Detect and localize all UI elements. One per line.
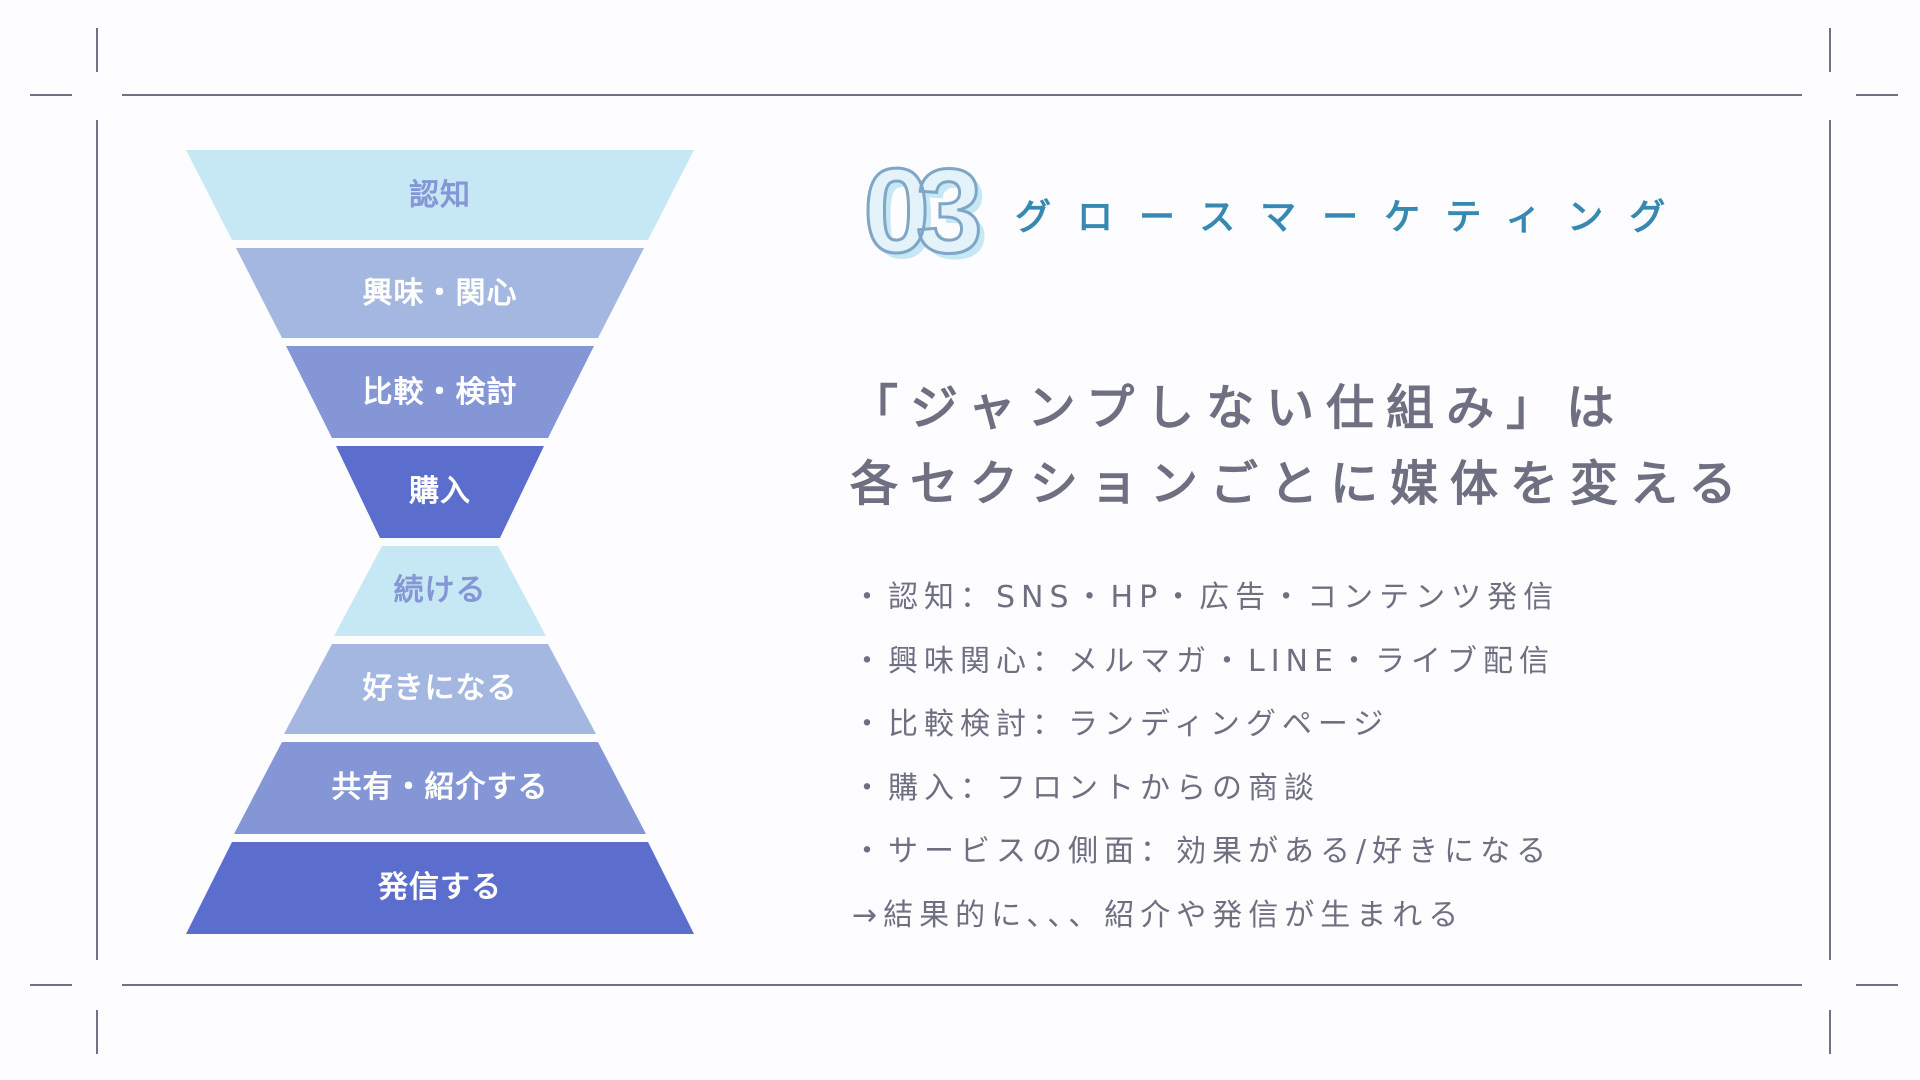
funnel-layer-6 <box>284 644 596 734</box>
funnel-layer-2 <box>236 248 644 338</box>
funnel-label-comparison: 比較・検討 <box>362 375 518 410</box>
corner-mark-bl-v <box>96 1010 98 1054</box>
corner-mark-br-v <box>1829 1010 1831 1054</box>
funnel-layer-3 <box>286 346 594 438</box>
funnel-label-awareness: 認知 <box>409 178 471 213</box>
frame-top-line <box>122 94 1802 96</box>
list-item: ・サービスの側面：効果がある/好きになる <box>852 834 1553 869</box>
corner-mark-tl-h <box>30 94 72 96</box>
frame-right-line <box>1829 120 1831 960</box>
corner-mark-tr-v <box>1829 28 1831 72</box>
funnel-layer-4 <box>336 446 544 538</box>
list-item: ・比較検討：ランディングページ <box>852 707 1390 742</box>
funnel-label-purchase: 購入 <box>409 474 471 509</box>
bullet-list: ・認知：SNS・HP・広告・コンテンツ発信 ・興味関心：メルマガ・LINE・ライ… <box>852 566 1752 947</box>
corner-mark-br-h <box>1856 984 1898 986</box>
funnel-layer-7 <box>234 742 646 834</box>
funnel-layer-1 <box>186 150 694 240</box>
frame-left-line <box>96 120 98 960</box>
section-number-text: 03 <box>863 152 979 272</box>
funnel-label-interest: 興味・関心 <box>362 276 518 311</box>
list-item: ・購入：フロントからの商談 <box>852 770 1320 806</box>
corner-mark-tr-h <box>1856 94 1898 96</box>
headline: 「ジャンプしない仕組み」は 各セクションごとに媒体を変える <box>850 370 1850 522</box>
section-number-shadow: 03 <box>869 152 985 272</box>
headline-line-1: 「ジャンプしない仕組み」は <box>850 380 1627 436</box>
list-item: ・認知：SNS・HP・広告・コンテンツ発信 <box>852 580 1560 615</box>
frame-bottom-line <box>122 984 1802 986</box>
funnel-layer-5 <box>334 546 546 636</box>
funnel-label-share: 共有・紹介する <box>331 770 549 805</box>
corner-mark-bl-h <box>30 984 72 986</box>
section-title: グロースマーケティング <box>1015 197 1692 238</box>
funnel-label-like: 好きになる <box>362 671 518 706</box>
section-number: 03 03 <box>862 152 988 272</box>
corner-mark-tl-v <box>96 28 98 72</box>
list-item: →結果的に、、、紹介や発信が生まれる <box>852 897 1465 933</box>
funnel-label-continue: 続ける <box>393 573 487 608</box>
funnel-layer-8 <box>186 842 694 934</box>
funnel-label-broadcast: 発信する <box>378 870 502 905</box>
headline-line-2: 各セクションごとに媒体を変える <box>850 456 1749 512</box>
list-item: ・興味関心：メルマガ・LINE・ライブ配信 <box>852 643 1555 679</box>
